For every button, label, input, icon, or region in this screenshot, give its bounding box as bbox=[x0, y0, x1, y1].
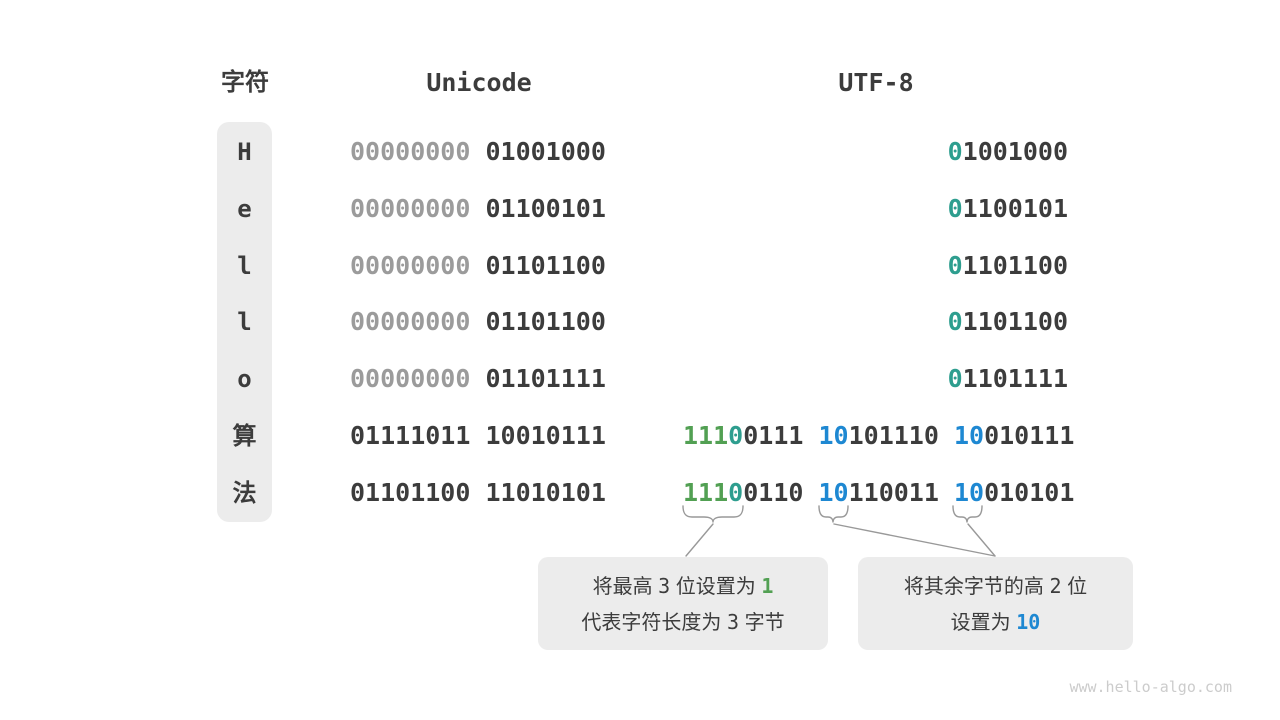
utf8-binary: 11100111 10101110 10010111 bbox=[683, 421, 1074, 451]
unicode-segment: 01101100 bbox=[470, 307, 606, 337]
callout-text-segment: 2 bbox=[1049, 573, 1062, 598]
character-label: H bbox=[237, 138, 252, 166]
utf8-segment: 010101 bbox=[984, 477, 1075, 507]
utf8-segment: 10 bbox=[818, 421, 849, 451]
unicode-binary: 00000000 01101111 bbox=[350, 364, 610, 394]
unicode-segment: 00000000 bbox=[350, 193, 471, 223]
utf8-segment: 110011 bbox=[848, 477, 954, 507]
utf8-binary: 01101100 bbox=[683, 251, 1068, 281]
callout-text-segment: 代表字符长度为 bbox=[581, 611, 727, 634]
character-label: e bbox=[237, 194, 252, 223]
utf8-binary: 01100101 bbox=[683, 194, 1068, 224]
utf8-binary: 01101100 bbox=[683, 307, 1068, 337]
utf8-binary: 01101111 bbox=[683, 364, 1068, 394]
utf8-segment: 10 bbox=[953, 477, 985, 507]
unicode-segment: 01001000 bbox=[470, 137, 606, 166]
unicode-segment: 01111011 10010111 bbox=[350, 421, 606, 451]
utf8-segment: 0 bbox=[947, 307, 963, 337]
callout-text-segment: 3 bbox=[726, 609, 740, 634]
column-header-utf8: UTF-8 bbox=[838, 68, 914, 97]
utf8-segment: 1101100 bbox=[962, 307, 1068, 337]
utf8-segment: 1100101 bbox=[962, 193, 1068, 223]
underbrace-byte1-prefix bbox=[682, 505, 744, 523]
utf8-segment: 0 bbox=[947, 250, 963, 280]
unicode-binary: 01111011 10010111 bbox=[350, 421, 610, 451]
column-header-unicode: Unicode bbox=[426, 68, 532, 97]
character-column-background bbox=[217, 122, 272, 522]
column-header-character: 字符 bbox=[221, 69, 269, 96]
unicode-binary: 00000000 01001000 bbox=[350, 137, 610, 167]
underbrace-byte2-prefix bbox=[818, 505, 849, 523]
utf8-segment: 0110 bbox=[743, 477, 819, 507]
character-label: l bbox=[237, 308, 252, 337]
utf8-segment: 101110 bbox=[848, 421, 954, 451]
utf8-segment: 10 bbox=[818, 477, 849, 507]
unicode-segment: 00000000 bbox=[350, 307, 471, 337]
callout-text-line: 设置为 10 bbox=[951, 604, 1041, 640]
callout-text-segment: 位设置为 bbox=[670, 575, 762, 598]
callout-text-segment: 设置为 bbox=[950, 611, 1017, 634]
callout-text-segment: 将最高 bbox=[592, 575, 659, 598]
character-label: l bbox=[237, 251, 252, 280]
utf8-segment: 0 bbox=[728, 421, 744, 451]
unicode-segment: 01101100 11010101 bbox=[350, 477, 606, 507]
unicode-binary: 00000000 01101100 bbox=[350, 251, 610, 281]
character-label: 法 bbox=[232, 478, 257, 507]
utf8-segment: 1001000 bbox=[962, 137, 1068, 166]
utf8-segment: 0 bbox=[947, 137, 963, 166]
callout-text-segment: 位 bbox=[1061, 575, 1088, 598]
unicode-segment: 00000000 bbox=[350, 137, 471, 166]
utf8-binary: 01001000 bbox=[683, 137, 1068, 167]
callout-text-segment: 10 bbox=[1016, 609, 1041, 634]
underbrace-byte3-prefix bbox=[952, 505, 983, 523]
utf8-segment: 1101111 bbox=[962, 364, 1068, 394]
unicode-segment: 01101111 bbox=[470, 364, 606, 394]
callout-continuation-bits-rule: 将其余字节的高 2 位设置为 10 bbox=[858, 557, 1133, 650]
utf8-segment: 1101100 bbox=[962, 250, 1068, 280]
utf8-binary: 11100110 10110011 10010101 bbox=[683, 477, 1074, 508]
callout-text-segment: 1 bbox=[761, 573, 774, 598]
connector-line-right bbox=[967, 523, 996, 557]
callout-text-segment: 将其余字节的高 bbox=[903, 575, 1050, 598]
unicode-binary: 00000000 01101100 bbox=[350, 307, 610, 337]
unicode-binary: 01101100 11010101 bbox=[350, 478, 610, 508]
unicode-segment: 01100101 bbox=[470, 193, 606, 223]
character-label: 算 bbox=[232, 422, 257, 451]
callout-text-line: 代表字符长度为 3 字节 bbox=[581, 604, 784, 640]
unicode-segment: 00000000 bbox=[350, 364, 471, 394]
connector-line-middle bbox=[833, 523, 996, 557]
unicode-segment: 00000000 bbox=[350, 250, 471, 280]
callout-text-line: 将最高 3 位设置为 1 bbox=[593, 568, 774, 604]
character-label: o bbox=[237, 365, 252, 394]
connector-line-left bbox=[685, 523, 714, 557]
utf8-segment: 111 bbox=[683, 421, 729, 451]
utf8-segment: 111 bbox=[683, 477, 729, 507]
callout-text-line: 将其余字节的高 2 位 bbox=[904, 568, 1087, 604]
utf8-segment: 10 bbox=[953, 421, 985, 451]
unicode-segment: 01101100 bbox=[470, 250, 606, 280]
watermark-url: www.hello-algo.com bbox=[1069, 678, 1232, 696]
utf8-segment: 0 bbox=[728, 477, 744, 507]
utf8-segment: 0111 bbox=[743, 421, 819, 451]
utf8-segment: 0 bbox=[947, 364, 963, 394]
unicode-binary: 00000000 01100101 bbox=[350, 194, 610, 224]
utf8-segment: 010111 bbox=[984, 421, 1075, 451]
callout-text-segment: 3 bbox=[658, 573, 671, 598]
utf8-segment: 0 bbox=[947, 193, 963, 223]
callout-text-segment: 字节 bbox=[739, 611, 785, 634]
